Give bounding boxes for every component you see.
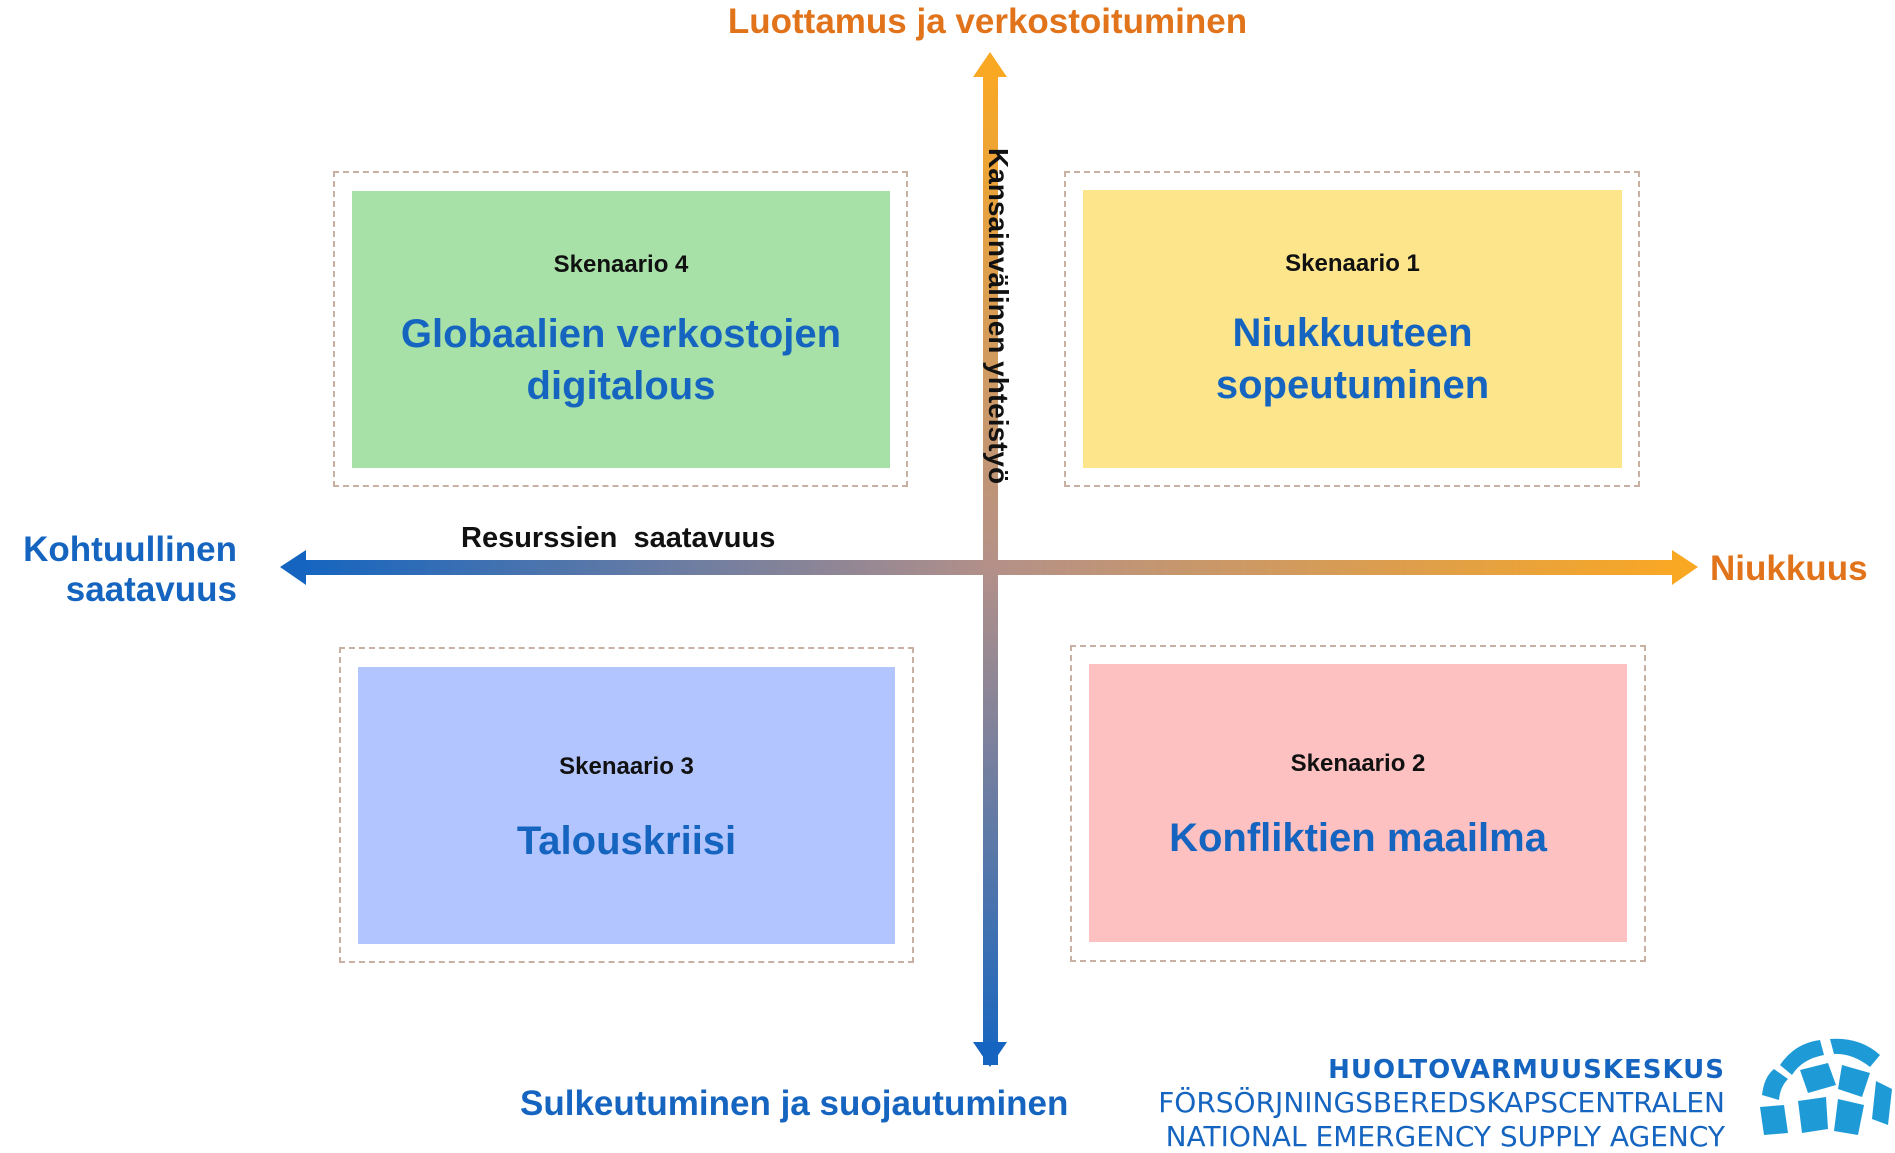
scenario-4-title: Globaalien verkostojen digitalous [400, 312, 842, 408]
brand-secondary-name: FÖRSÖRJNINGSBEREDSKAPSCENTRALEN [1158, 1086, 1725, 1119]
arrow-right-icon [1672, 550, 1698, 585]
scenario-3-title: Talouskriisi [516, 819, 737, 863]
agency-logo-icon [1760, 1038, 1892, 1135]
scenario-4-frame [333, 171, 908, 487]
axes-diagram [280, 52, 1698, 1067]
scenario-4-number: Skenaario 4 [553, 251, 689, 278]
brand-tertiary-name: NATIONAL EMERGENCY SUPPLY AGENCY [1165, 1120, 1725, 1153]
horizontal-axis-caption: Resurssien saatavuus [461, 522, 776, 554]
scenario-3-number: Skenaario 3 [559, 753, 694, 780]
scenario-4-box: Skenaario 4 Globaalien verkostojen digit… [352, 191, 890, 468]
axis-left-label: Kohtuullinen saatavuus [23, 530, 237, 609]
arrow-down-icon [973, 1042, 1007, 1067]
vertical-axis-caption: Kansainvälinen yhteistyö [983, 148, 1014, 485]
axis-top-label: Luottamus ja verkostoituminen [727, 2, 1248, 41]
scenario-2-box: Skenaario 2 Konfliktien maailma [1089, 664, 1627, 942]
arrow-up-icon [973, 52, 1007, 77]
brand-primary-name: HUOLTOVARMUUSKESKUS [1328, 1055, 1725, 1085]
arrow-left-icon [280, 550, 306, 585]
axis-bottom-label: Sulkeutuminen ja suojautuminen [520, 1084, 1069, 1123]
scenario-2-frame [1070, 645, 1646, 962]
scenario-2-number: Skenaario 2 [1290, 750, 1426, 777]
scenario-3-frame [339, 647, 914, 963]
axis-right-label: Niukkuus [1710, 549, 1868, 588]
scenario-3-box: Skenaario 3 Talouskriisi [358, 667, 895, 944]
vertical-axis-arrow [973, 52, 1007, 1067]
scenario-1-frame [1064, 171, 1640, 487]
scenario-1-number: Skenaario 1 [1285, 250, 1420, 277]
scenario-1-title: Niukkuuteen sopeutuminen [1215, 311, 1490, 407]
scenario-2-title: Konfliktien maailma [1169, 816, 1547, 860]
scenario-1-box: Skenaario 1 Niukkuuteen sopeutuminen [1083, 190, 1622, 468]
